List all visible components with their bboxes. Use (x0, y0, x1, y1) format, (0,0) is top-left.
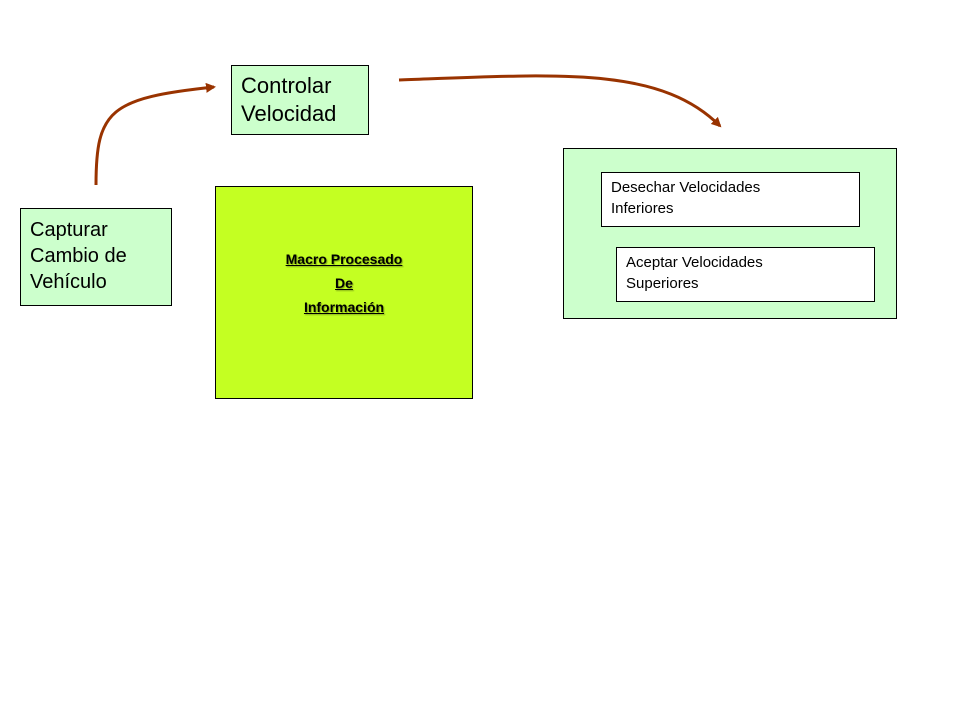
capturar-label-line-3: Vehículo (30, 271, 107, 293)
capturar-label-line-2: Cambio de (30, 245, 127, 267)
desechar-node: Desechar Velocidades Inferiores (601, 172, 860, 227)
macro-label-line-2: De (335, 275, 353, 291)
desechar-label-line-1: Desechar Velocidades (611, 179, 761, 196)
controlar-label-line-2: Velocidad (241, 101, 337, 126)
macro-label-line-3: Información (303, 299, 385, 315)
controlar-label-line-1: Controlar (241, 73, 332, 98)
aceptar-node: Aceptar Velocidades Superiores (616, 247, 875, 302)
desechar-label-line-2: Inferiores (611, 200, 674, 217)
macro-label-line-1: Macro Procesado (285, 251, 403, 267)
controlar-node: Controlar Velocidad (231, 65, 369, 135)
capturar-node: Capturar Cambio de Vehículo (20, 208, 172, 306)
arrow-controlar-to-group (398, 74, 722, 128)
macro-node: Macro Procesado De Información (215, 186, 473, 399)
velocity-group: Desechar Velocidades Inferiores Aceptar … (563, 148, 897, 319)
aceptar-label-line-2: Superiores (626, 275, 699, 292)
aceptar-label-line-1: Aceptar Velocidades (626, 254, 763, 271)
arrow-capturar-to-controlar (94, 82, 216, 186)
capturar-label-line-1: Capturar (30, 219, 108, 241)
